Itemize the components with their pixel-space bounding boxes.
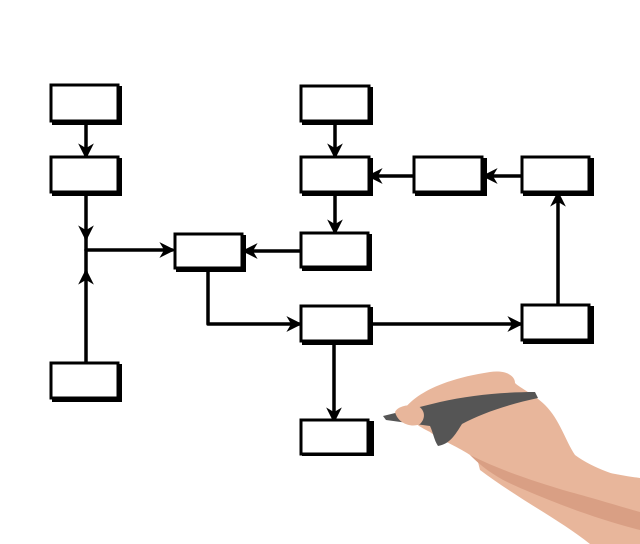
nodes bbox=[49, 83, 594, 456]
fingertip bbox=[395, 405, 424, 426]
hand-illustration bbox=[383, 371, 640, 544]
node-top-center bbox=[299, 84, 373, 125]
node-center bbox=[173, 232, 246, 272]
node-bottom-left bbox=[49, 361, 122, 402]
node-right-top bbox=[412, 155, 487, 196]
node-right-mid bbox=[299, 231, 372, 271]
node-mid-left bbox=[49, 155, 122, 196]
node-mid-center bbox=[299, 155, 373, 196]
edge-center-to-central-node bbox=[206, 267, 303, 332]
node-central bbox=[299, 304, 373, 345]
node-top-left bbox=[49, 83, 122, 125]
connectors bbox=[78, 121, 566, 424]
hand-shadow bbox=[470, 455, 640, 530]
node-bottom-center bbox=[299, 418, 374, 456]
node-bottom-right bbox=[520, 303, 594, 344]
node-far-right-top bbox=[520, 155, 594, 196]
pen-icon bbox=[383, 392, 538, 446]
